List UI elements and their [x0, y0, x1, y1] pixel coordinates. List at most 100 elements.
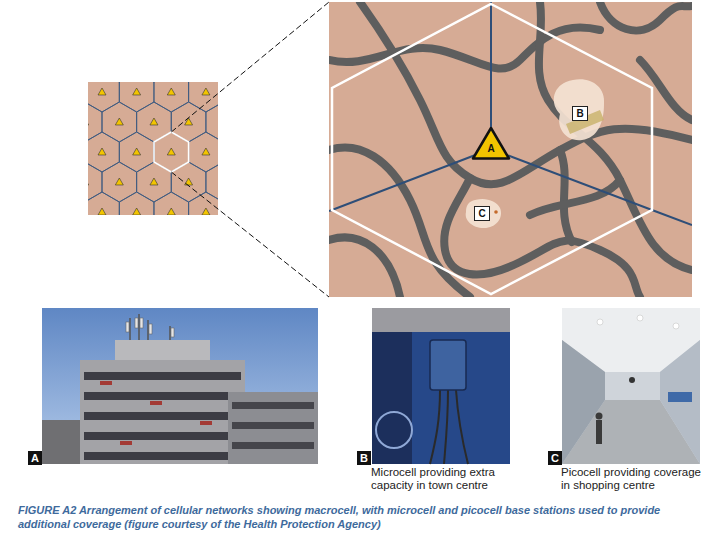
detail-map: [329, 2, 692, 297]
photo-description: Microcell providing extra capacity in to…: [371, 466, 523, 492]
storefront: [562, 340, 605, 464]
window-panels: [100, 381, 212, 445]
window-row: [232, 402, 314, 409]
window-row: [232, 442, 314, 449]
mast: [169, 326, 171, 342]
signage: [668, 392, 692, 402]
picocell-site: [494, 210, 498, 214]
light: [597, 319, 603, 325]
antenna-masts: [130, 314, 170, 342]
antenna: [171, 328, 174, 337]
base-station-symbol: [133, 148, 141, 155]
panel: [150, 401, 162, 405]
photo-description: Picocell providing coverage in shopping …: [561, 466, 713, 492]
roads: [329, 2, 692, 297]
cable: [456, 390, 468, 464]
cell: [102, 102, 137, 142]
cell: [119, 82, 154, 112]
road: [360, 2, 692, 184]
microcell-unit: [430, 340, 466, 390]
macrocell-photo: [42, 308, 318, 464]
figure-caption: FIGURE A2 Arrangement of cellular networ…: [18, 503, 710, 531]
cable: [444, 390, 448, 464]
cell: [154, 82, 189, 112]
window-row: [84, 432, 241, 440]
microcell-area: [554, 79, 604, 140]
window-row: [232, 422, 314, 429]
road: [560, 150, 572, 242]
windows: [84, 372, 241, 460]
cell: [154, 192, 189, 215]
zoom-line: [171, 2, 329, 132]
shop-window: [372, 332, 412, 464]
ceiling-lights: [597, 315, 679, 329]
cables: [430, 390, 468, 464]
mast: [138, 314, 140, 342]
cell: [189, 132, 218, 172]
mall-interior: [562, 308, 700, 464]
antenna: [135, 318, 138, 328]
person: [596, 420, 602, 444]
panel: [120, 441, 132, 445]
antenna: [140, 318, 143, 328]
highlighted-cell: [154, 132, 189, 172]
base-station-symbol: [185, 118, 193, 125]
marker-letter: C: [478, 208, 485, 219]
cell: [102, 162, 137, 202]
sky: [42, 308, 318, 464]
antenna: [126, 322, 129, 332]
picocell-area: [466, 199, 501, 228]
site-marker: B: [572, 106, 588, 121]
base-station-symbol: [88, 178, 89, 185]
window-row: [84, 452, 241, 460]
base-station-symbol: [115, 178, 123, 185]
stonework: [372, 308, 510, 332]
light: [673, 323, 679, 329]
marker-letter: A: [31, 452, 39, 464]
photo-tag: A: [28, 451, 42, 465]
photo-tag: B: [357, 451, 371, 465]
macrocell-boundary: [332, 4, 652, 294]
zoom-line: [171, 172, 329, 297]
window-row: [84, 372, 241, 380]
cell: [189, 192, 218, 215]
base-station-symbol: [167, 208, 175, 215]
base-station-symbol: [98, 88, 106, 95]
antennas: [126, 318, 174, 337]
road: [444, 178, 640, 297]
base-station-symbol: [150, 118, 158, 125]
base-station-symbol: [98, 208, 106, 215]
storefront: [660, 340, 700, 464]
cell: [119, 132, 154, 172]
light: [637, 315, 643, 321]
picocell-unit: [629, 377, 635, 383]
panel: [200, 421, 212, 425]
windows: [232, 402, 314, 449]
base-station-symbol: [167, 88, 175, 95]
base-station-symbol: [98, 148, 106, 155]
cell: [88, 132, 119, 172]
window-row: [84, 412, 241, 420]
marker-letter: C: [551, 452, 559, 464]
facade: [372, 308, 510, 464]
marker-letter: B: [360, 452, 368, 464]
cell: [88, 82, 119, 112]
sector-lines: [329, 2, 692, 225]
sector-line: [491, 149, 692, 225]
site-marker: C: [474, 206, 490, 221]
detail-map-content: [329, 2, 692, 297]
microcell-photo: [372, 308, 510, 464]
road: [329, 27, 600, 68]
base-station-symbol: [133, 208, 141, 215]
cell-grid: [88, 82, 218, 215]
picocell-photo: [562, 308, 700, 464]
mast: [147, 320, 149, 342]
base-station-symbol: [202, 88, 210, 95]
antenna: [149, 324, 152, 334]
cable: [430, 390, 440, 464]
building: [42, 420, 82, 464]
cell: [137, 102, 172, 142]
roof-structure: [115, 340, 210, 362]
